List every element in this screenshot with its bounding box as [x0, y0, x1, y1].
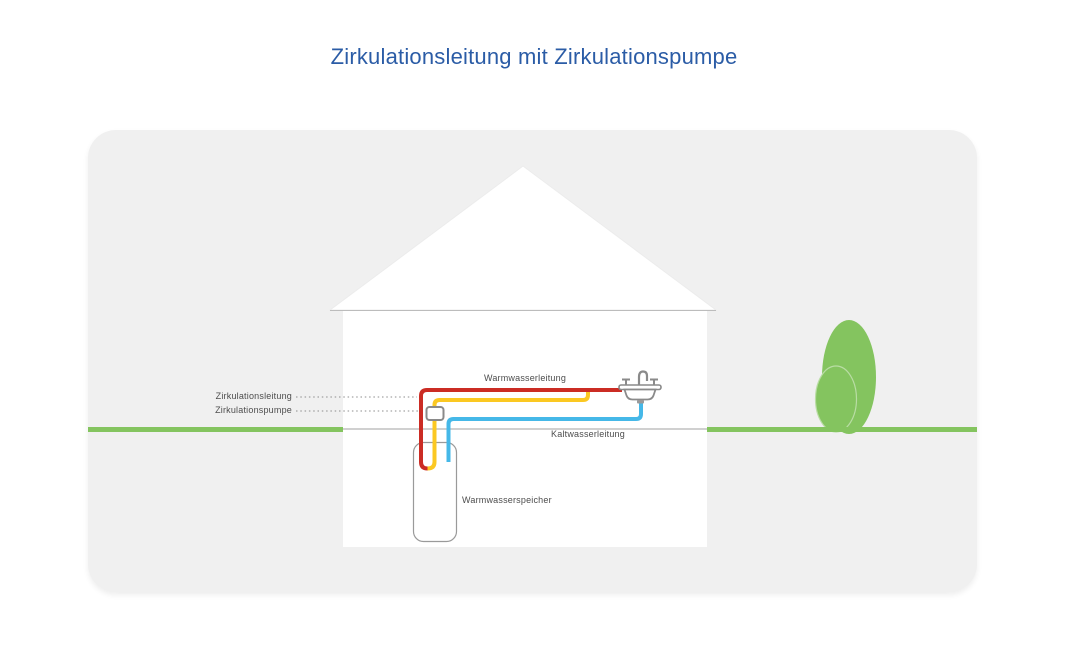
- sink-icon: [618, 370, 662, 404]
- sink-handle-right: [650, 378, 658, 385]
- sink-basin: [623, 388, 657, 401]
- pump-icon: [425, 406, 445, 421]
- pipe-circulation: [427, 391, 590, 471]
- bush-icon: [814, 320, 876, 434]
- page-title: Zirkulationsleitung mit Zirkulationspump…: [330, 44, 738, 69]
- pipe-cold-water: [446, 402, 643, 462]
- ground-line-left: [88, 427, 343, 432]
- label-storage-tank: Warmwasserspeicher: [462, 495, 552, 505]
- house-shape: [328, 165, 718, 547]
- sink-drain: [637, 400, 644, 404]
- label-circulation-pump: Zirkulationspumpe: [215, 405, 292, 415]
- house-walls: [343, 308, 707, 547]
- bush-front-oval: [814, 365, 858, 433]
- label-circulation-line: Zirkulationsleitung: [215, 391, 292, 401]
- house-roof: [328, 165, 718, 311]
- label-hot-water-line: Warmwasserleitung: [483, 373, 567, 383]
- sink-handle-left: [622, 378, 630, 385]
- sink-faucet: [637, 370, 649, 385]
- label-cold-water-line: Kaltwasserleitung: [551, 429, 625, 439]
- pipe-hot-water: [419, 388, 622, 471]
- ground-line-right: [707, 427, 977, 432]
